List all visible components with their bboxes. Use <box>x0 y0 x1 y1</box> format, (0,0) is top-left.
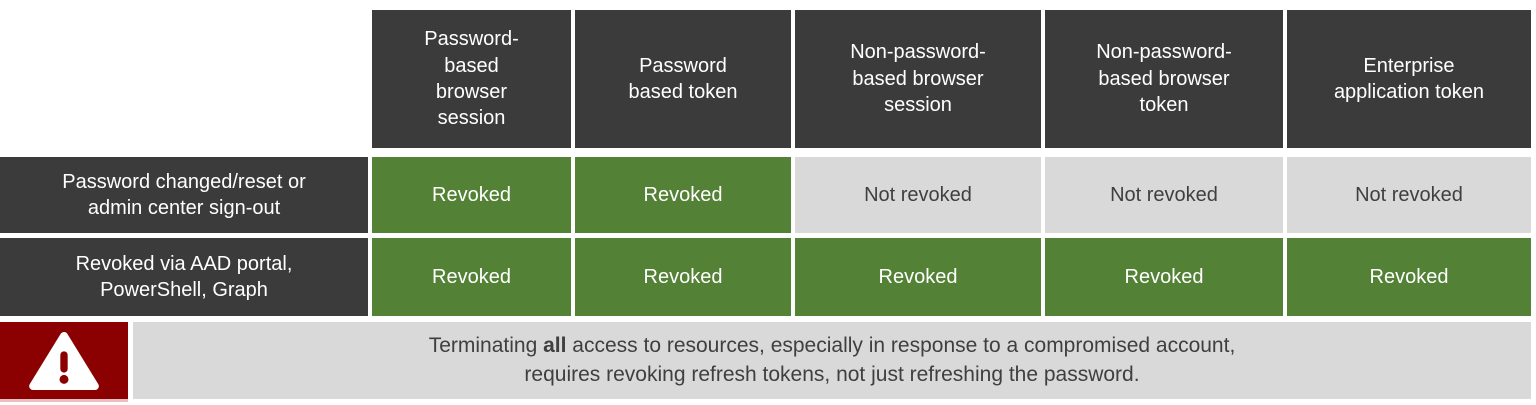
row-header-password-changed: Password changed/reset or admin center s… <box>0 157 368 233</box>
table-cell: Not revoked <box>1045 157 1283 233</box>
warning-triangle-icon <box>29 331 99 390</box>
table-cell: Revoked <box>795 238 1041 316</box>
table-cell: Revoked <box>372 157 571 233</box>
table-row-revoked-via-portal: Revoked via AAD portal, PowerShell, Grap… <box>0 238 1531 316</box>
table-cell: Revoked <box>575 238 791 316</box>
table-cell: Revoked <box>1045 238 1283 316</box>
warning-note-line-2: requires revoking refresh tokens, not ju… <box>524 362 1140 386</box>
table-cell: Not revoked <box>795 157 1041 233</box>
column-header-password-based-browser-session: Password- based browser session <box>372 10 571 148</box>
warning-note-line-1: Terminating all access to resources, esp… <box>429 332 1236 361</box>
table-row-password-changed: Password changed/reset or admin center s… <box>0 157 1531 233</box>
warning-banner: Terminating all access to resources, esp… <box>0 322 1531 399</box>
table-cell: Not revoked <box>1287 157 1531 233</box>
column-header-non-password-browser-token: Non-password- based browser token <box>1045 10 1283 148</box>
column-header-non-password-browser-session: Non-password- based browser session <box>795 10 1041 148</box>
table-cell: Revoked <box>575 157 791 233</box>
table-cell: Revoked <box>1287 238 1531 316</box>
header-corner-spacer <box>0 10 368 148</box>
warning-note: Terminating all access to resources, esp… <box>133 322 1531 399</box>
row-header-revoked-via-aad-portal: Revoked via AAD portal, PowerShell, Grap… <box>0 238 368 316</box>
warning-note-prefix: Terminating <box>428 333 544 357</box>
table-cell: Revoked <box>372 238 571 316</box>
warning-note-bold: all <box>543 333 567 357</box>
column-header-password-based-token: Password based token <box>575 10 791 148</box>
warning-note-suffix: access to resources, especially in respo… <box>566 333 1236 357</box>
warning-box <box>0 322 128 399</box>
table-header-row: Password- based browser session Password… <box>0 10 1531 148</box>
column-header-enterprise-application-token: Enterprise application token <box>1287 10 1531 148</box>
